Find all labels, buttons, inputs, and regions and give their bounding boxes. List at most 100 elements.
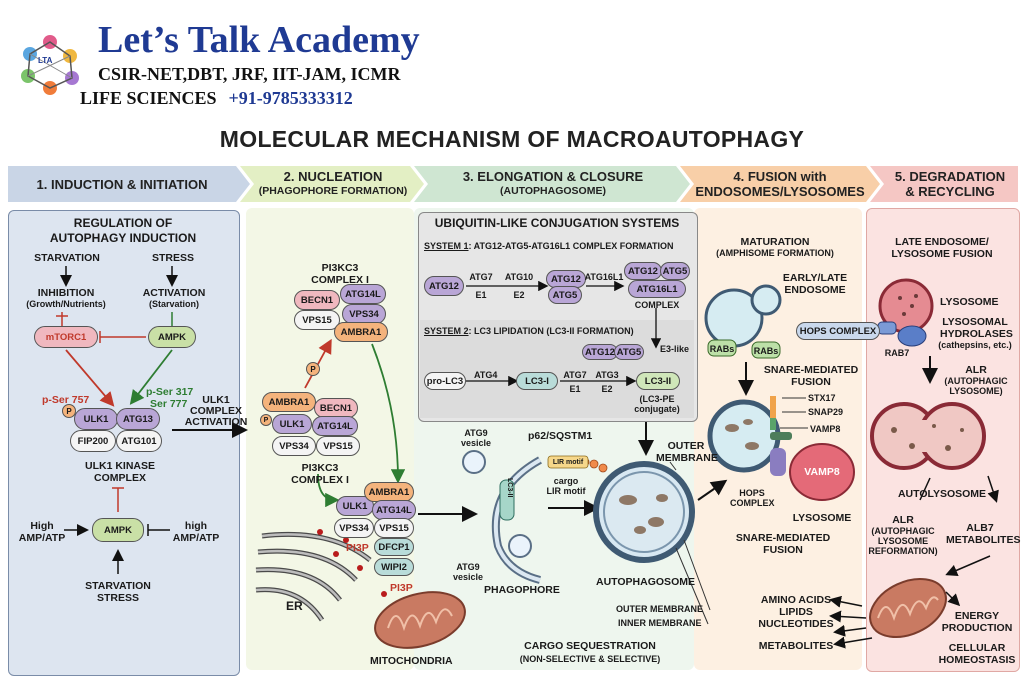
system1-heading: SYSTEM 1: ATG12-ATG5-ATG16L1 COMPLEX FOR… [424, 241, 674, 251]
step-4-label: 4. FUSION with [733, 169, 827, 184]
alb7-label: ALB7 [966, 522, 994, 534]
atg12-node-3: ATG12 [624, 262, 662, 280]
phospho-mark-3: P [260, 414, 272, 426]
step-2-banner: 2. NUCLEATION(PHAGOPHORE FORMATION) [252, 166, 414, 202]
regulation-title-1: REGULATION OF [73, 216, 173, 230]
high-left-label: High [30, 520, 54, 532]
fusion-label-1: FUSION [791, 376, 831, 388]
alr-sub-2: LYSOSOME) [949, 386, 1003, 396]
e2-label-2: E2 [601, 384, 613, 394]
atg5-node: ATG5 [548, 286, 582, 304]
step-4-sub: ENDOSOMES/LYSOSOMES [695, 184, 865, 199]
starvation-label: STARVATION [34, 252, 100, 264]
step-1-label: 1. INDUCTION & INITIATION [36, 176, 208, 192]
complex-label: COMPLEX [634, 300, 680, 310]
academy-title: Let’s Talk Academy [98, 19, 420, 61]
atg5-node-2: ATG5 [660, 262, 690, 280]
rabs-label-2: RABs [753, 346, 779, 356]
alr2-sub-1: (AUTOPHAGIC [871, 526, 935, 536]
fusion-label-2: FUSION [763, 544, 803, 556]
ampk-node-2: AMPK [92, 518, 144, 542]
pi3kc3-label-2: PI3KC3 [301, 462, 339, 474]
lc3ii-node: LC3-II [636, 372, 680, 390]
amp-atp-right-label: AMP/ATP [172, 532, 220, 544]
vps15-node-2: VPS15 [316, 436, 360, 456]
step-5-banner: 5. DEGRADATION& RECYCLING [882, 166, 1018, 202]
lc3ii-vertical: LC3-II [506, 478, 513, 498]
nucleotides-label: NUCLEOTIDES [758, 618, 834, 630]
lir-motif-label: LIR motif [546, 486, 586, 496]
ambra1-node: AMBRA1 [334, 322, 388, 342]
alb7-metabolites-label: METABOLITES [946, 534, 1021, 546]
pi3kc3-label-1: PI3KC3 [321, 262, 359, 274]
vps15-node: VPS15 [294, 310, 340, 330]
homeostasis-label: HOMEOSTASIS [938, 654, 1016, 666]
atg7-label: ATG7 [469, 272, 493, 282]
subject-label: LIFE SCIENCES [80, 88, 217, 108]
system1-label: SYSTEM 1 [424, 241, 469, 251]
exam-list: CSIR-NET,DBT, JRF, IIT-JAM, ICMR [98, 64, 401, 84]
ambra1-node-3: AMBRA1 [364, 482, 414, 502]
autophagosome-label: AUTOPHAGOSOME [596, 576, 695, 588]
rabs-label-1: RABs [709, 344, 735, 354]
ulk1-activation-2: COMPLEX [190, 405, 242, 417]
lysosome-label: LYSOSOME [792, 512, 852, 524]
amino-acids-label: AMINO ACIDS [760, 594, 832, 606]
step-5-label: 5. DEGRADATION [894, 169, 1006, 184]
endosome-label: ENDOSOME [784, 284, 846, 296]
becn1-node-2: BECN1 [314, 398, 358, 418]
atg7-label-2: ATG7 [563, 370, 587, 380]
outer-membrane-label: OUTER [667, 440, 705, 452]
energy-label: ENERGY [954, 610, 1000, 622]
fip200-node: FIP200 [70, 430, 116, 452]
late-endosome-label: LATE ENDOSOME/ [895, 236, 989, 248]
vesicle-bottom-label: vesicle [452, 572, 484, 582]
ambra1-node-2: AMBRA1 [262, 392, 316, 412]
ser777-label: Ser 777 [150, 398, 188, 410]
pi3p-label-1: PI3P [346, 542, 369, 554]
e3like-label: E3-like [660, 344, 690, 354]
step-3-label: 3. ELONGATION & CLOSURE [462, 169, 644, 184]
ulk1-node: ULK1 [74, 408, 118, 430]
logo-text: LTA [38, 56, 53, 65]
step-2-sub: (PHAGOPHORE FORMATION) [258, 185, 408, 197]
alr-label: ALR [965, 364, 987, 376]
conjugate-label: conjugate) [634, 404, 680, 414]
ulk1-complex-label-2: COMPLEX [94, 472, 146, 484]
atg9-top-label: ATG9 [464, 428, 488, 438]
outer-membrane-label-3: OUTER MEMBRANE [616, 604, 703, 614]
atg5-node-3: ATG5 [614, 344, 644, 360]
mtorc1-node: mTORC1 [34, 326, 98, 348]
phospho-mark-2: P [306, 362, 320, 376]
regulation-title-2: AUTOPHAGY INDUCTION [49, 231, 197, 245]
alr-sub-1: (AUTOPHAGIC [944, 376, 1008, 386]
mitochondria-label: MITOCHONDRIA [370, 655, 453, 667]
cargo-sequestration-label: CARGO SEQUESTRATION [524, 640, 656, 652]
metabolites-label: METABOLITES [758, 640, 834, 652]
e2-label: E2 [513, 290, 525, 300]
subject-line: LIFE SCIENCES+91-9785333312 [80, 88, 353, 109]
pser757-label: p-Ser 757 [42, 394, 90, 406]
diagram-title: MOLECULAR MECHANISM OF MACROAUTOPHAGY [219, 126, 805, 152]
atg14l-node: ATG14L [340, 284, 386, 304]
hops-complex-node: HOPS COMPLEX [796, 322, 880, 340]
er-label: ER [286, 599, 303, 613]
atg4-label: ATG4 [474, 370, 498, 380]
vamp8-lysosome-label: VAMP8 [804, 466, 840, 478]
vps15-node-3: VPS15 [374, 518, 414, 538]
outer-membrane-label-2: MEMBRANE [656, 452, 718, 464]
inhibition-sub: (Growth/Nutrients) [26, 299, 106, 309]
lysosome-label-2: LYSOSOME [940, 296, 999, 308]
hops-label: HOPS [739, 488, 765, 498]
step-5-sub: & RECYCLING [905, 184, 995, 199]
system2-text: : LC3 LIPIDATION (LC3-II FORMATION) [468, 326, 634, 336]
atg16l1-label: ATG16L1 [584, 272, 624, 282]
stress-label: STRESS [151, 252, 194, 264]
vps34-node-3: VPS34 [334, 518, 374, 538]
atg9-bottom-label: ATG9 [456, 562, 480, 572]
ubl-title: UBIQUITIN-LIKE CONJUGATION SYSTEMS [434, 216, 680, 230]
dfcp1-node: DFCP1 [374, 538, 414, 556]
